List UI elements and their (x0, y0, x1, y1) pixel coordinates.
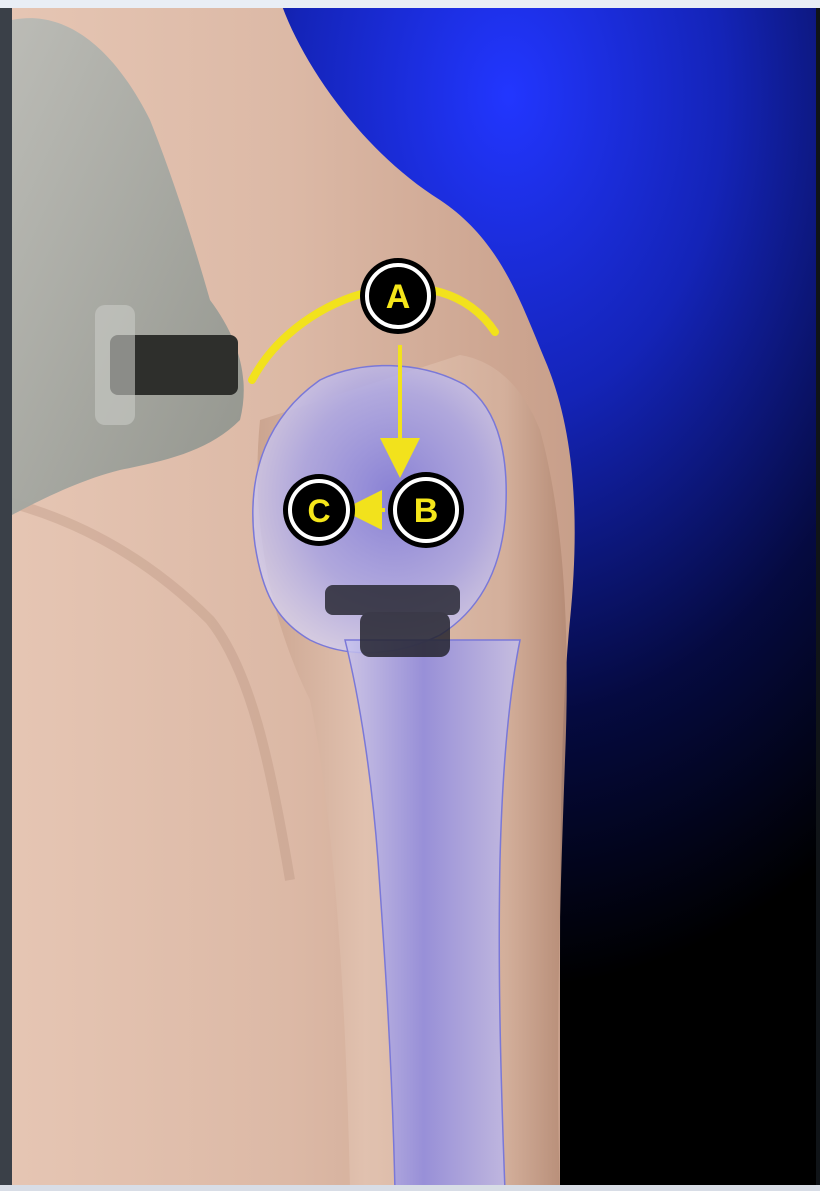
marker-a: A (360, 258, 436, 334)
device-clamp (95, 305, 135, 425)
marker-b: B (388, 472, 464, 548)
marker-c-label: C (307, 493, 330, 529)
left-frame-edge (0, 0, 12, 1191)
top-edge-strip (0, 0, 820, 8)
right-frame-edge (816, 0, 820, 1191)
marker-b-label: B (414, 492, 439, 530)
bottom-edge-strip (0, 1185, 820, 1191)
marker-c: C (283, 474, 355, 546)
marker-a-label: A (386, 278, 411, 316)
